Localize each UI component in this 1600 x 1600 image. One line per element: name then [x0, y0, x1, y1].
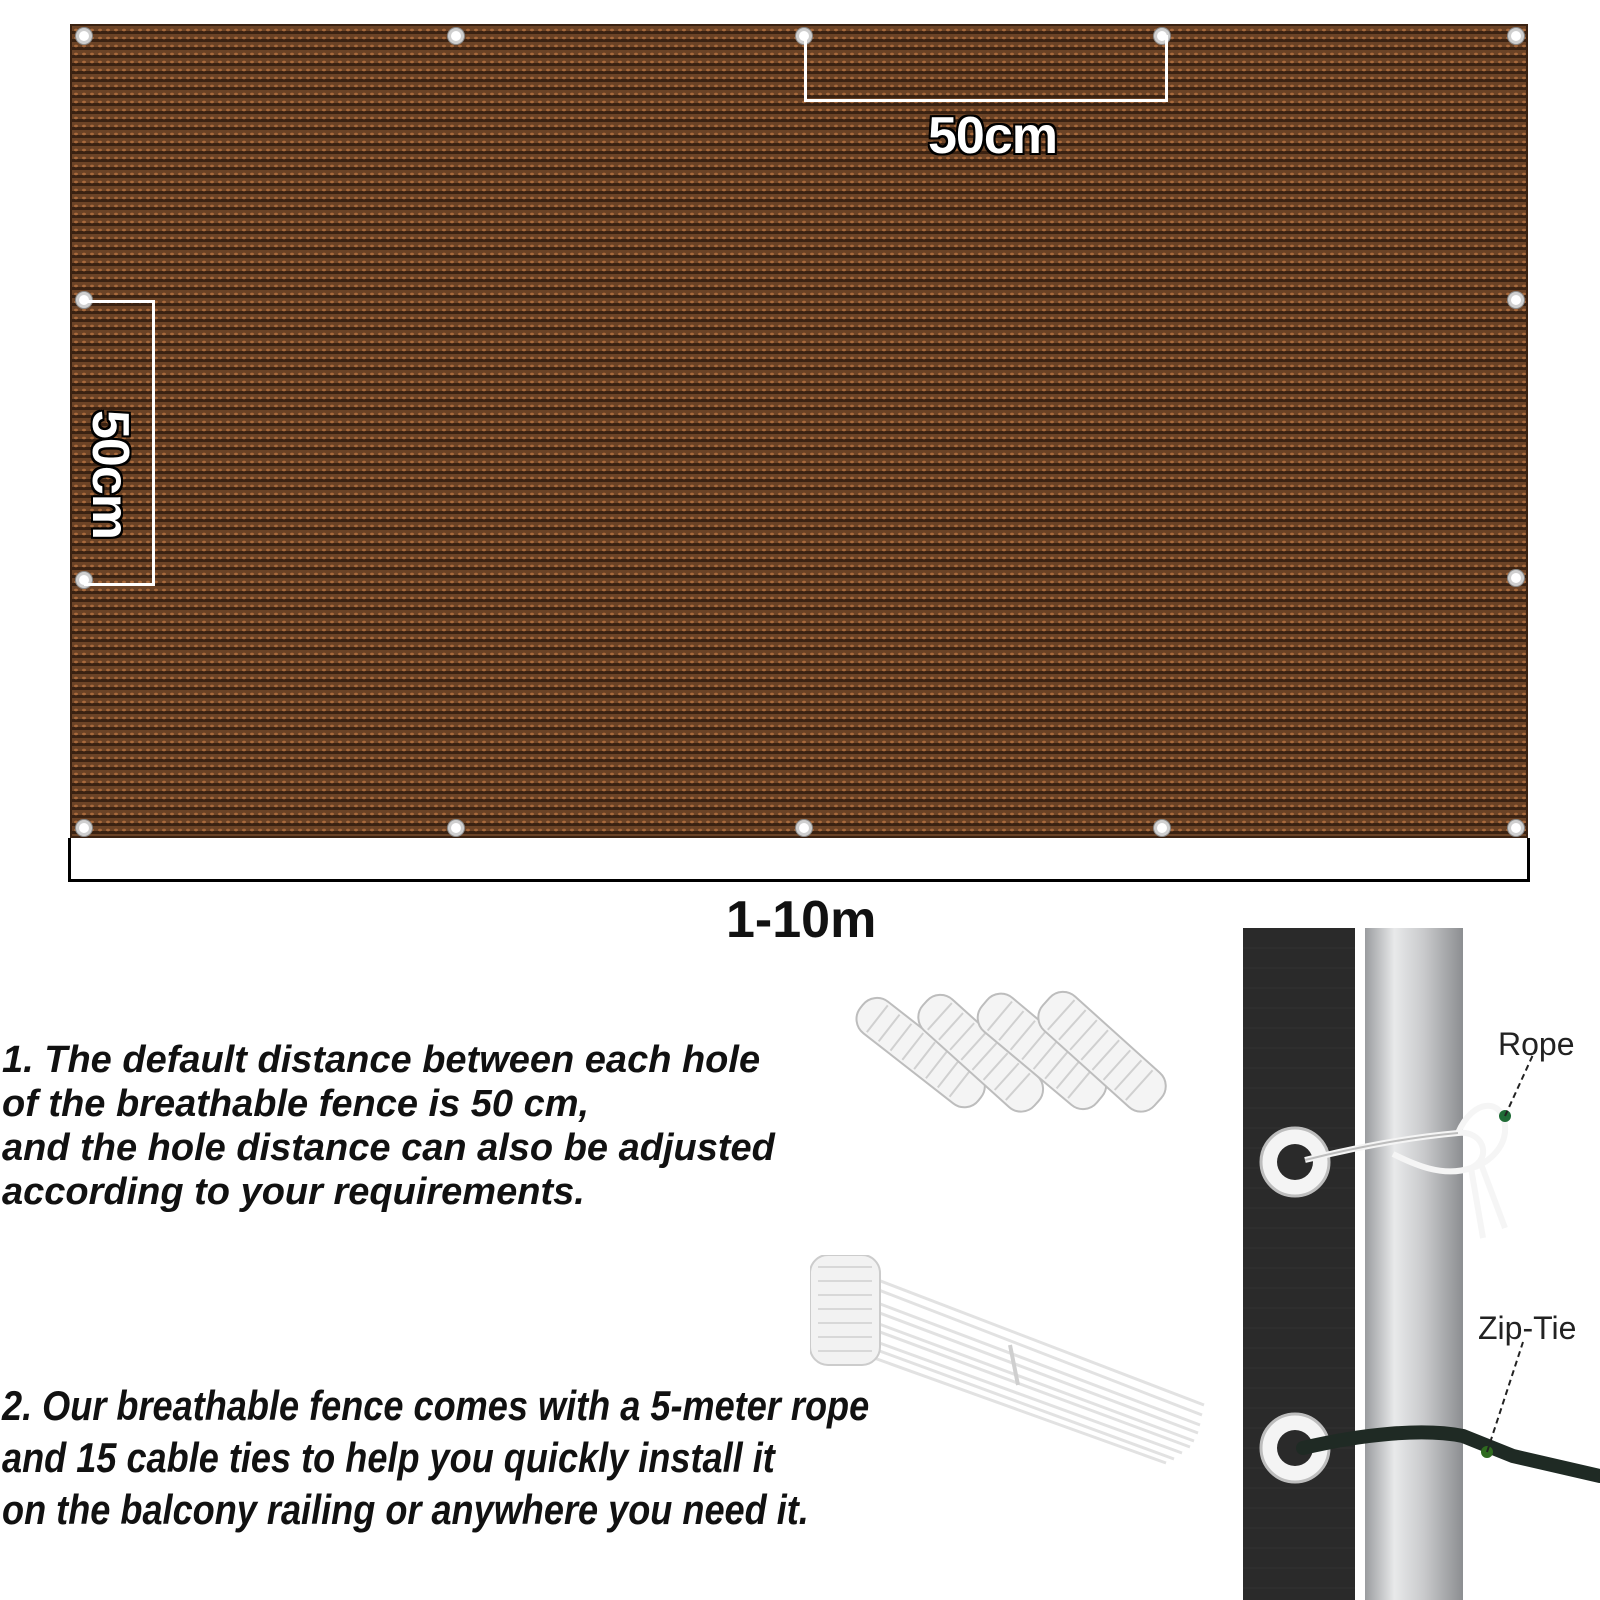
- grommet-icon: [1508, 570, 1524, 586]
- description-line: 2. Our breathable fence comes with a 5-m…: [2, 1382, 870, 1429]
- vertical-spacing-label: 50cm: [81, 410, 139, 539]
- grommet-icon: [1154, 820, 1170, 836]
- fence-panel: [70, 24, 1528, 838]
- width-dimension-bracket: [68, 838, 1530, 882]
- description-line: according to your requirements.: [2, 1171, 585, 1213]
- description-line: 1. The default distance between each hol…: [2, 1039, 761, 1081]
- width-range-label: 1-10m: [726, 891, 877, 949]
- grommet-icon: [76, 820, 92, 836]
- grommet-icon: [448, 820, 464, 836]
- grommet-icon: [1508, 820, 1524, 836]
- grommet-icon: [796, 820, 812, 836]
- rope-bundle-icon: [855, 990, 1167, 1113]
- grommet-icon: [1508, 292, 1524, 308]
- grommet-icon: [448, 28, 464, 44]
- installation-illustration: [1243, 928, 1600, 1600]
- vertical-spacing-marker: [84, 300, 155, 586]
- grommet-icon: [1508, 28, 1524, 44]
- description-line: and the hole distance can also be adjust…: [2, 1127, 775, 1169]
- description-point-1: 1. The default distance between each hol…: [2, 1038, 775, 1214]
- zip-tie-callout-label: Zip-Tie: [1478, 1310, 1577, 1346]
- horizontal-spacing-label: 50cm: [928, 107, 1058, 165]
- description-line: on the balcony railing or anywhere you n…: [2, 1486, 809, 1533]
- rope-callout-label: Rope: [1498, 1026, 1575, 1062]
- cable-ties-icon: [810, 1255, 1205, 1465]
- grommet-icon: [76, 28, 92, 44]
- description-point-2: 2. Our breathable fence comes with a 5-m…: [2, 1380, 869, 1536]
- horizontal-spacing-marker: [804, 35, 1168, 102]
- description-line: and 15 cable ties to help you quickly in…: [2, 1434, 775, 1481]
- description-line: of the breathable fence is 50 cm,: [2, 1083, 590, 1125]
